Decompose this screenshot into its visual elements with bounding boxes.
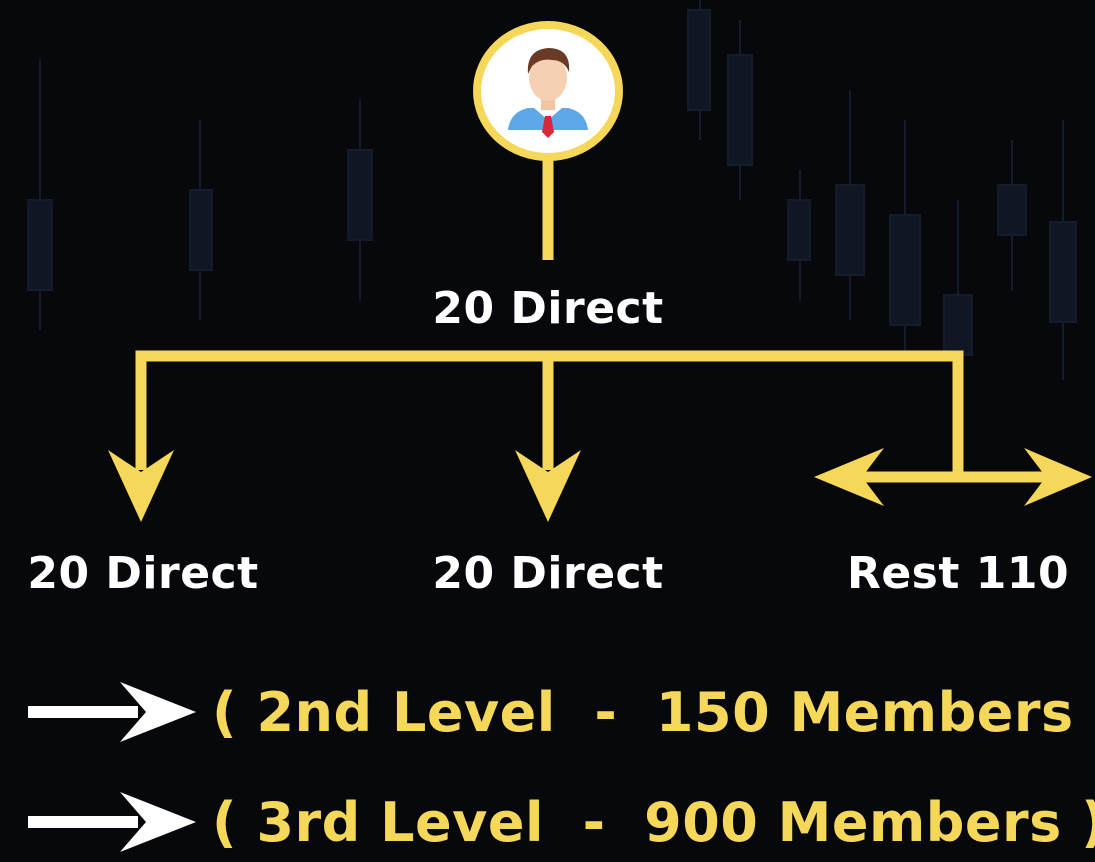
arrow-down-icon: [108, 450, 174, 522]
level-row: ( 3rd Level - 900 Members ): [28, 782, 1095, 862]
arrow-right-icon: [28, 792, 196, 852]
arrow-down-icon: [515, 450, 581, 522]
double-arrow-left-head: [814, 448, 884, 506]
child-label-left: 20 Direct: [27, 548, 259, 599]
level-summary-text: ( 2nd Level - 150 Members ): [212, 680, 1095, 744]
level-row: ( 2nd Level - 150 Members ): [28, 672, 1095, 752]
child-label-middle: 20 Direct: [432, 548, 664, 599]
arrow-right-icon: [28, 682, 196, 742]
top-level-label: 20 Direct: [432, 283, 664, 334]
child-label-right: Rest 110: [846, 548, 1070, 599]
level-summary-text: ( 3rd Level - 900 Members ): [212, 790, 1095, 854]
person-avatar-icon: [473, 21, 623, 161]
double-arrow-right-head: [1024, 448, 1092, 506]
